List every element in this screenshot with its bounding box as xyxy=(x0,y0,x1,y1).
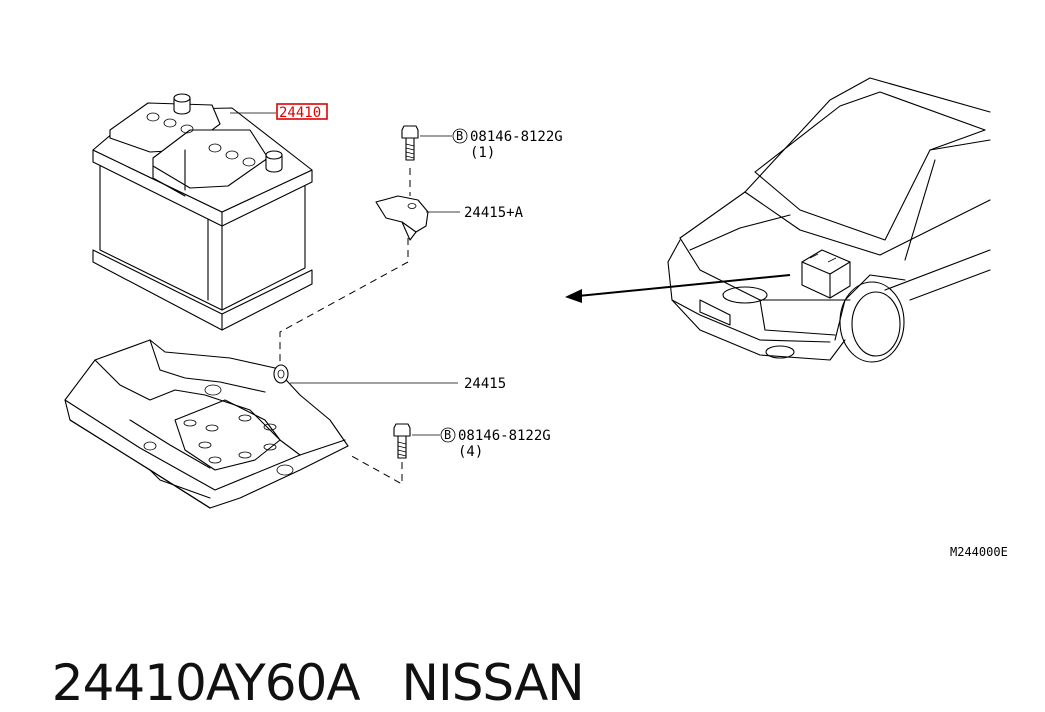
bolt-bottom-qty: (4) xyxy=(458,444,483,460)
bolt-bottom-illustration xyxy=(393,423,411,459)
battery-illustration xyxy=(92,93,313,331)
location-arrow xyxy=(565,274,791,303)
bolt-top-illustration xyxy=(401,125,419,161)
brand-name: NISSAN xyxy=(401,654,585,712)
hold-down-frame-callout[interactable]: 24415+A xyxy=(464,205,524,221)
part-number: 24410AY60A xyxy=(51,654,361,712)
bolt-top-part-callout[interactable]: 08146-8122G xyxy=(470,129,563,145)
figure-code: M244000E xyxy=(950,545,1008,559)
battery-tray-callout[interactable]: 24415 xyxy=(464,376,506,392)
bolt-top-qty: (1) xyxy=(470,145,495,161)
battery-callout-highlight xyxy=(276,103,328,120)
part-title: 24410AY60A NISSAN xyxy=(22,596,585,712)
battery-tray-illustration xyxy=(64,339,349,509)
parts-diagram: 24410 B 08146-8122G (1) 24415+A 24415 B … xyxy=(64,77,1008,559)
leader-lines xyxy=(230,112,460,436)
bolt-bottom-part-callout[interactable]: 08146-8122G xyxy=(458,428,551,444)
battery-part-callout[interactable]: 24410 xyxy=(279,105,321,121)
vehicle-location-illustration xyxy=(667,77,991,363)
assembly-dashed-lines xyxy=(279,168,411,485)
bolt-symbol-circle-top xyxy=(452,128,468,144)
bolt-symbol-circle-bottom xyxy=(440,427,456,443)
bolt-symbol-top: B xyxy=(456,129,463,143)
bolt-symbol-bottom: B xyxy=(444,428,451,442)
hold-down-frame-illustration xyxy=(375,195,429,241)
